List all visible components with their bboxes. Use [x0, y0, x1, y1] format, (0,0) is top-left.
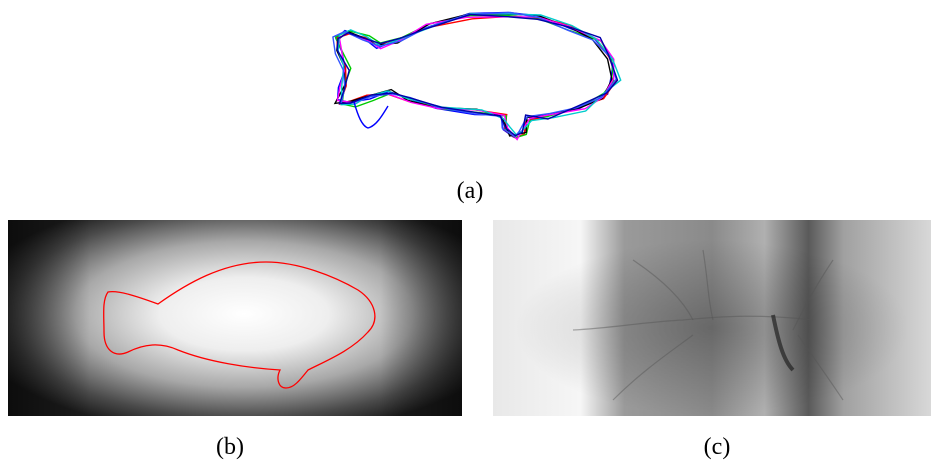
contour-fin-loop	[353, 101, 389, 129]
figure-a-overlaid-contours	[318, 8, 622, 148]
contour-line	[336, 16, 615, 141]
figure-b-distance-map	[8, 220, 462, 416]
caption-c: (c)	[703, 434, 731, 460]
contours-svg	[332, 11, 622, 141]
texture-map-svg	[493, 220, 931, 416]
contour-line	[336, 13, 619, 137]
distance-map-svg	[8, 220, 462, 416]
caption-a: (a)	[456, 178, 484, 204]
contour-line	[333, 13, 613, 137]
contour-line	[334, 14, 615, 139]
red-contour	[103, 261, 376, 389]
contour-line	[332, 11, 617, 138]
figure-c-texture-map	[493, 220, 931, 416]
caption-b: (b)	[216, 434, 244, 460]
